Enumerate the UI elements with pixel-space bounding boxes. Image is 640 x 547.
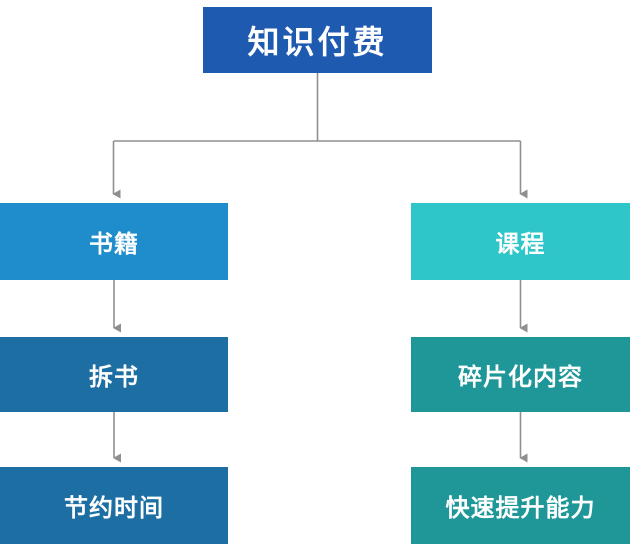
node-save-time-label: 节约时间 [64,495,164,522]
node-fragmented-content: 碎片化内容 [411,337,630,412]
node-book-dismantling-label: 拆书 [89,364,139,391]
node-save-time: 节约时间 [0,467,228,544]
node-root: 知识付费 [203,7,432,73]
node-books: 书籍 [0,203,228,280]
node-root-label: 知识付费 [247,24,388,60]
node-improve-ability-label: 快速提升能力 [445,495,596,522]
node-book-dismantling: 拆书 [0,337,228,412]
node-improve-ability: 快速提升能力 [411,467,630,544]
node-courses: 课程 [411,203,630,280]
node-books-label: 书籍 [89,231,139,258]
node-courses-label: 课程 [495,231,546,258]
node-fragmented-content-label: 碎片化内容 [458,364,583,391]
